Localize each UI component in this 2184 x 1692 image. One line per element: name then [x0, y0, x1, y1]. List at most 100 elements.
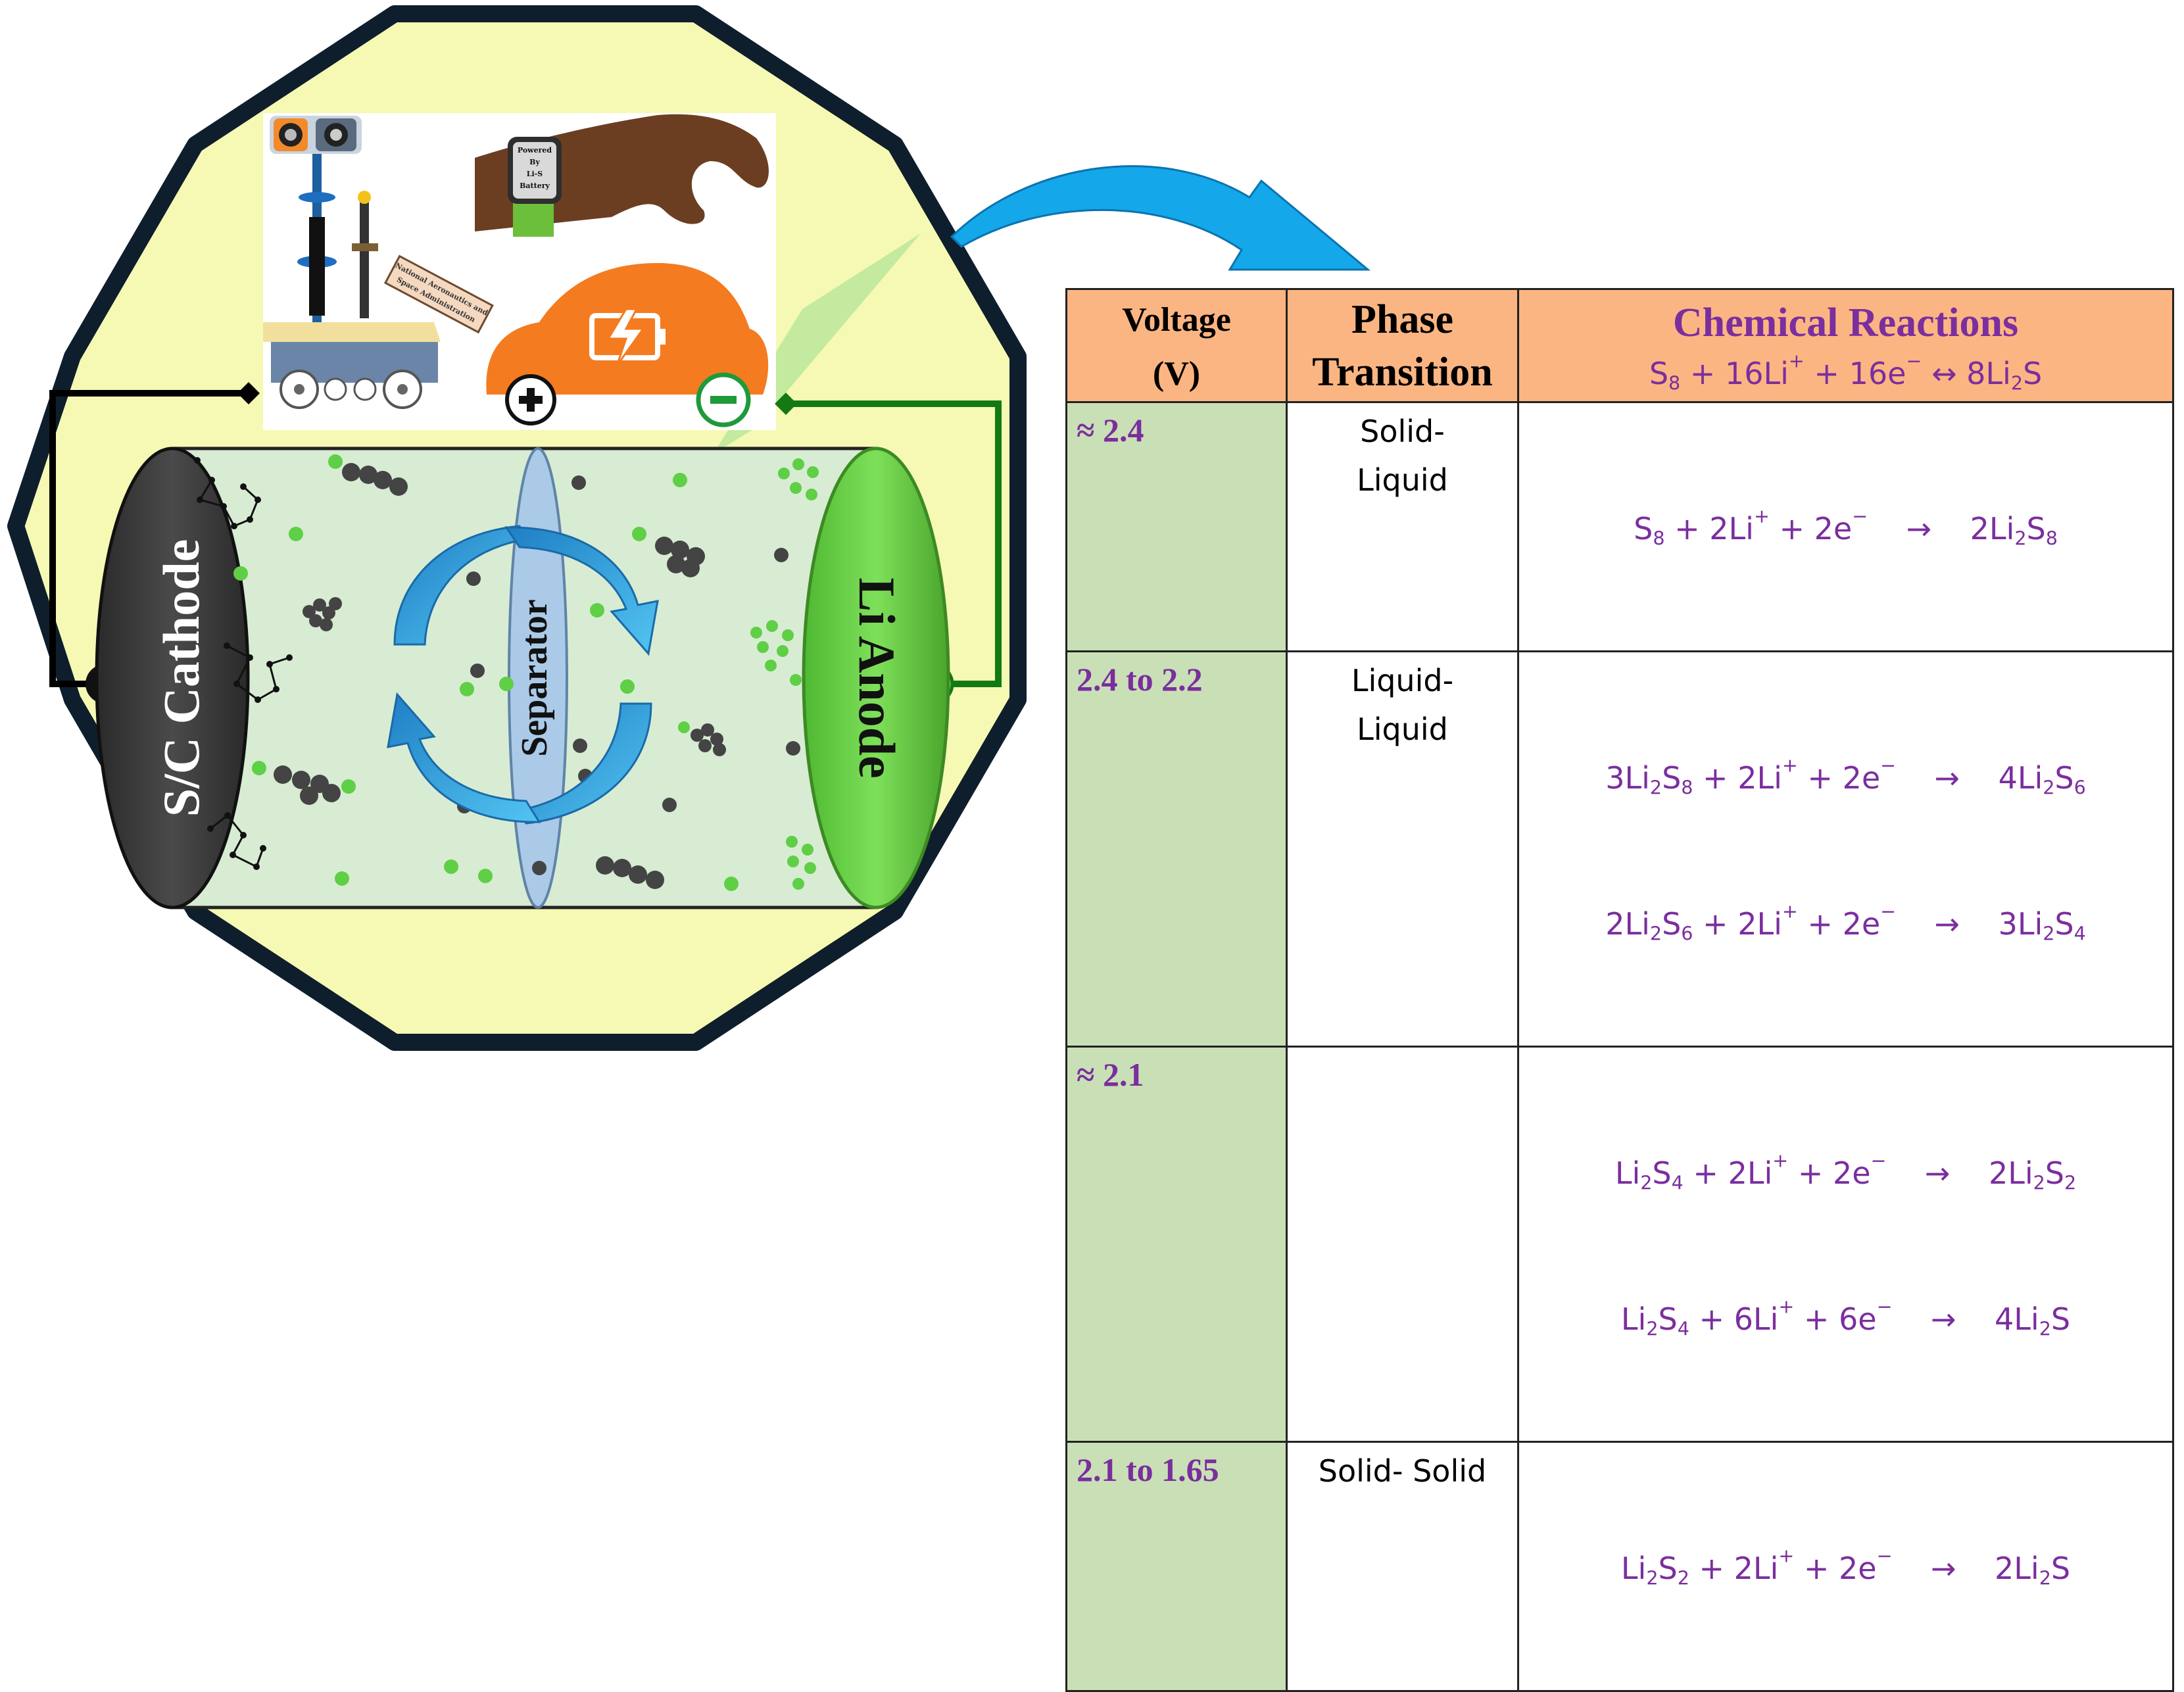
equation-text: + 2Li [1693, 906, 1782, 942]
reaction-table: Voltage (V) Phase Transition Chemical Re… [1065, 288, 2174, 1692]
table-row: ≈ 2.1 Li2S4 + 2Li+ + 2e− → 2Li2S2 Li2S4 … [1065, 1046, 2174, 1443]
equation-subscript: 8 [2045, 527, 2058, 550]
voltage-header: Voltage (V) [1065, 288, 1288, 403]
equation-supscript: − [1852, 505, 1868, 527]
equation-supscript: + [1782, 754, 1798, 777]
equation-text: + 16Li [1680, 355, 1789, 391]
reactions-header: Chemical Reactions S8 + 16Li+ + 16e− ↔ 8… [1517, 288, 2174, 403]
equation-text: 3Li [1605, 760, 1650, 796]
equation-subscript: 8 [1653, 527, 1665, 550]
equation-text: + 2Li [1664, 511, 1754, 546]
equation-subscript: 2 [2039, 1567, 2051, 1589]
reaction-equation: Li2S4 + 2Li+ + 2e− → 2Li2S2 [1519, 1149, 2172, 1197]
reaction-equation: S8 + 2Li+ + 2e− → 2Li2S8 [1519, 504, 2172, 553]
phase-line: Solid- [1360, 414, 1445, 449]
phase-cell: Solid- Liquid [1286, 401, 1519, 652]
equation-supscript: − [1876, 1295, 1893, 1318]
equation-text: + 2Li [1689, 1551, 1779, 1586]
phase-header-line1: Phase [1351, 297, 1453, 342]
cathode-disc [95, 447, 250, 909]
equation-subscript: 2 [2043, 777, 2055, 799]
equation-text: Li [1620, 1301, 1647, 1337]
watch-text-3: Li-S [527, 170, 543, 178]
plus-terminal-icon [505, 374, 556, 425]
rover-wheels [279, 370, 422, 409]
equation-subscript: 8 [1668, 372, 1681, 395]
phase-line: Liquid- [1351, 663, 1454, 698]
minus-terminal-icon [696, 372, 751, 427]
reaction-equation: Li2S4 + 6Li+ + 6e− → 4Li2S [1519, 1295, 2172, 1343]
equation-supscript: − [1880, 900, 1897, 923]
equation-text: + 2e [1797, 906, 1881, 942]
reaction-cell: S8 + 2Li+ + 2e− → 2Li2S8 [1517, 401, 2174, 652]
equation-text: S [2026, 511, 2046, 546]
reaction-equation: Li2S2 + 2Li+ + 2e− → 2Li2S [1519, 1544, 2172, 1593]
reactions-title: Chemical Reactions [1672, 300, 2019, 345]
equation-text: 2Li [1605, 906, 1650, 942]
equation-subscript: 2 [2043, 923, 2055, 945]
equation-subscript: 2 [1646, 1567, 1659, 1589]
reaction-equation: 2Li2S6 + 2Li+ + 2e− → 3Li2S4 [1519, 900, 2172, 948]
equation-supscript: + [1782, 900, 1798, 923]
equation-text: + 2Li [1693, 760, 1782, 796]
equation-text: S [2054, 906, 2074, 942]
watch-text-4: Battery [520, 181, 550, 190]
equation-subscript: 2 [2064, 1172, 2077, 1194]
equation-text: S [1658, 1301, 1678, 1337]
equation-text: Li [1614, 1155, 1641, 1191]
equation-text: + 2e [1797, 760, 1881, 796]
phase-header-line2: Transition [1312, 349, 1493, 395]
equation-subscript: 2 [2039, 1318, 2051, 1340]
phase-cell [1286, 1046, 1519, 1443]
battery-cell [95, 447, 950, 909]
watch-text-1: Powered [518, 146, 552, 155]
equation-subscript: 4 [1677, 1318, 1689, 1340]
equation-text: S [2022, 355, 2043, 391]
equation-subscript: 2 [2033, 1172, 2045, 1194]
watch-text-2: By [529, 158, 540, 166]
equation-subscript: 2 [1677, 1567, 1689, 1589]
table-header-row: Voltage (V) Phase Transition Chemical Re… [1065, 288, 2174, 403]
anode-disc [802, 447, 950, 909]
equation-text: S [2054, 760, 2074, 796]
equation-supscript: − [1880, 754, 1897, 777]
li-s-battery-diagram: National Aeronautics and Space Administr… [7, 5, 1371, 1051]
table-row: 2.4 to 2.2 Liquid- Liquid 3Li2S8 + 2Li+ … [1065, 650, 2174, 1048]
voltage-header-line2: (V) [1152, 354, 1201, 393]
reaction-cell: Li2S4 + 2Li+ + 2e− → 2Li2S2 Li2S4 + 6Li+… [1517, 1046, 2174, 1443]
equation-text: S [1662, 906, 1682, 942]
lithium-ions [233, 454, 819, 891]
equation-text: S [2045, 1155, 2064, 1191]
phase-cell: Liquid- Liquid [1286, 650, 1519, 1048]
polysulfide-particles [274, 463, 800, 889]
equation-supscript: − [1870, 1149, 1887, 1172]
equation-text: → 2Li [1892, 1551, 2039, 1586]
table-row: 2.1 to 1.65 Solid- Solid Li2S2 + 2Li+ + … [1065, 1441, 2174, 1692]
cathode-label: S/C Cathode [153, 539, 210, 817]
equation-text: + 2Li [1683, 1155, 1773, 1191]
equation-subscript: 6 [2074, 777, 2086, 799]
reaction-cell: 3Li2S8 + 2Li+ + 2e− → 4Li2S6 2Li2S6 + 2L… [1517, 650, 2174, 1048]
overall-equation: S8 + 16Li+ + 16e− ↔ 8Li2S [1519, 350, 2172, 397]
equation-text: → 4Li [1896, 760, 2043, 796]
equation-text: → 3Li [1896, 906, 2043, 942]
sulfur-chain-nodes [194, 457, 293, 870]
battery-charging-icon [589, 308, 666, 366]
equation-text: S [2051, 1551, 2071, 1586]
electric-car-illustration [486, 263, 769, 427]
equation-subscript: 8 [1681, 777, 1693, 799]
smartwatch-illustration: Powered By Li-S Battery [475, 114, 769, 237]
voltage-cell: ≈ 2.1 [1065, 1046, 1288, 1443]
phase-cell: Solid- Solid [1286, 1441, 1519, 1692]
equation-supscript: − [1906, 349, 1922, 372]
equation-supscript: + [1788, 349, 1805, 372]
equation-text: → 4Li [1892, 1301, 2039, 1337]
equation-text: S [1662, 760, 1682, 796]
voltage-cell: 2.1 to 1.65 [1065, 1441, 1288, 1692]
phase-header: Phase Transition [1286, 288, 1519, 403]
curved-arrow-icon [950, 165, 1371, 271]
equation-text: Li [1620, 1551, 1647, 1586]
equation-supscript: + [1772, 1149, 1789, 1172]
table-row: ≈ 2.4 Solid- Liquid S8 + 2Li+ + 2e− → 2L… [1065, 401, 2174, 652]
negative-wire [49, 390, 249, 687]
